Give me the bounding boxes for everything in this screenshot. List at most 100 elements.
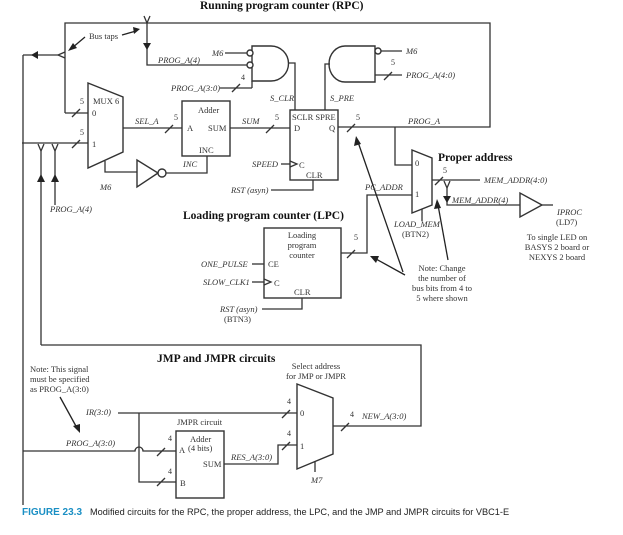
mux-jmp: [296, 382, 334, 471]
title-proper-address: Proper address: [438, 152, 513, 164]
register-q: Q: [329, 123, 335, 133]
rpc-feedback-loop: [22, 15, 491, 505]
prog-a30-label: PROG_A(3:0): [170, 83, 220, 93]
bus-width-4: 4: [350, 410, 354, 419]
bus-width-5: 5: [80, 97, 84, 106]
inverter: [136, 156, 208, 189]
slow-clk1-label: SLOW_CLK1: [203, 277, 250, 287]
bus-note-line1: Note: Change: [419, 263, 466, 273]
title-lpc: Loading program counter (LPC): [183, 210, 344, 222]
prog-a4-label: PROG_A(4): [157, 55, 200, 65]
note-arrows: [354, 136, 449, 276]
ld7-label: (LD7): [556, 217, 577, 227]
lpc-c: C: [274, 278, 280, 288]
bus-note-line3: bus bits from 4 to: [412, 283, 472, 293]
bus-width-5: 5: [443, 166, 447, 175]
bus-width-5: 5: [356, 113, 360, 122]
s-clr-label: S_CLR: [270, 93, 295, 103]
bus-tap: [51, 143, 59, 153]
led-note-line3: NEXYS 2 board: [529, 252, 586, 262]
jmpr-circuit-label: JMPR circuit: [177, 417, 223, 427]
mux-proper-address: [411, 148, 433, 215]
lpc-text-1: Loading: [288, 230, 317, 240]
m6-label-nand: M6: [405, 46, 418, 56]
bus-width-5: 5: [80, 128, 84, 137]
jmp-feedback-loop: [41, 344, 422, 427]
title-jmp: JMP and JMPR circuits: [157, 353, 276, 365]
adder-label: Adder: [198, 105, 219, 115]
bus-width-5: 5: [354, 233, 358, 242]
iproc-label: IPROC: [556, 207, 582, 217]
adder-jmpr: [175, 430, 225, 499]
adder-jmpr-bits: (4 bits): [188, 443, 212, 453]
bus-width-5: 5: [174, 113, 178, 122]
loading-program-counter: [263, 227, 342, 299]
rpc-register: [289, 109, 339, 181]
led-note-line2: BASYS 2 board or: [525, 242, 590, 252]
adder-jmpr-sum: SUM: [203, 459, 222, 469]
lpc-clr: CLR: [294, 287, 311, 297]
adder-jmpr-a: A: [179, 445, 186, 455]
prog-a40-label: PROG_A(4:0): [405, 70, 455, 80]
sel-a-label: SEL_A: [135, 116, 159, 126]
mux6-label: MUX 6: [93, 96, 119, 106]
mux-jmp-in0: 0: [300, 408, 304, 418]
and-gate-sclr: [220, 45, 296, 110]
btn2-label: (BTN2): [402, 229, 429, 239]
bus-width-4: 4: [168, 467, 172, 476]
bus-width-4: 4: [241, 73, 245, 82]
mux-pa-in0: 0: [415, 158, 419, 168]
new-a30-label: NEW_A(3:0): [361, 411, 407, 421]
mem-addr40-label: MEM_ADDR(4:0): [483, 175, 547, 185]
rst-label: RST (asyn): [230, 185, 269, 195]
lpc-text-2: program: [288, 240, 317, 250]
btn3-label: (BTN3): [224, 314, 251, 324]
bus-width-5: 5: [391, 58, 395, 67]
mux-jmp-in1: 1: [300, 441, 304, 451]
m6-label-and: M6: [211, 48, 224, 58]
lpc-ce: CE: [268, 259, 279, 269]
select-addr-line1: Select address: [292, 361, 340, 371]
adder-jmpr-b: B: [180, 478, 186, 488]
adder-rpc: [181, 100, 231, 157]
register-d: D: [294, 123, 300, 133]
one-pulse-label: ONE_PULSE: [201, 259, 249, 269]
m7-label: M7: [310, 475, 323, 485]
lpc-text-3: counter: [289, 250, 315, 260]
adder-a: A: [187, 123, 194, 133]
register-c: C: [299, 160, 305, 170]
mux6-in1: 1: [92, 139, 96, 149]
inc-wire-label: INC: [182, 159, 198, 169]
adder-jmpr-label: Adder: [190, 434, 211, 444]
prog-a4-tap-label: PROG_A(4): [49, 204, 92, 214]
caption-text: Modified circuits for the RPC, the prope…: [90, 507, 509, 517]
m6-label-mux: M6: [99, 182, 112, 192]
bus-taps-label: Bus taps: [89, 31, 118, 41]
select-addr-line2: for JMP or JMPR: [286, 371, 346, 381]
bus-tap: [443, 180, 451, 190]
mux6-in0: 0: [92, 108, 96, 118]
arrow-head-down: [143, 43, 151, 50]
register-clr: CLR: [306, 170, 323, 180]
s-pre-label: S_PRE: [330, 93, 355, 103]
rst-lpc-label: RST (asyn): [219, 304, 258, 314]
bus-tap-top: [143, 15, 151, 25]
signal-note-line1: Note: This signal: [30, 364, 89, 374]
bus-width-4: 4: [287, 397, 291, 406]
res-a30-label: RES_A(3:0): [230, 452, 272, 462]
led-note-line1: To single LED on: [527, 232, 588, 242]
bus-note-line4: 5 where shown: [416, 293, 468, 303]
mux-6: [87, 81, 124, 170]
signal-note-line3: as PROG_A(3:0): [30, 384, 89, 394]
pc-addr-label: PC_ADDR: [364, 182, 404, 192]
sum-wire-label: SUM: [242, 116, 260, 126]
ir30-label: IR(3:0): [85, 407, 111, 417]
bus-tap: [37, 143, 45, 153]
mux-pa-in1: 1: [415, 189, 419, 199]
mem-addr4-label: MEM_ADDR(4): [451, 195, 508, 205]
and-gate-spre: [324, 45, 402, 110]
figure-caption: FIGURE 23.3 Modified circuits for the RP…: [22, 502, 509, 519]
buffer: [519, 191, 544, 219]
bus-width-5: 5: [275, 113, 279, 122]
